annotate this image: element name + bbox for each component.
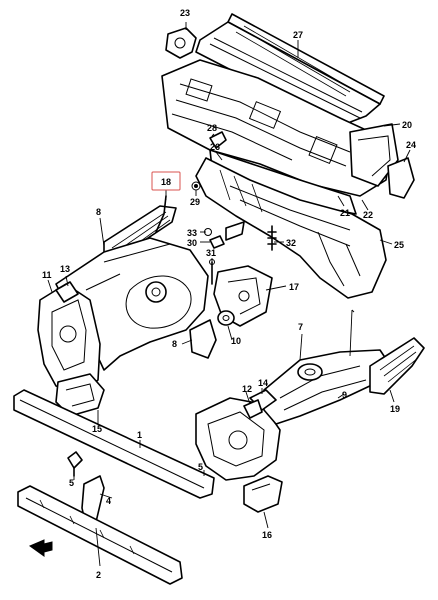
lower-tie-15	[55, 373, 105, 417]
callout-33: 33	[187, 228, 197, 238]
callout-28: 28	[207, 123, 217, 133]
callout-13: 13	[60, 264, 70, 274]
callout-29: 29	[190, 197, 200, 207]
callout-15: 15	[92, 424, 102, 434]
callout-20: 20	[402, 120, 412, 130]
callout-18: 18	[161, 177, 171, 187]
callout-labels: 23 27 20 24 28 26 29 21 22 25 32 33 30 3…	[42, 8, 416, 580]
bracket-8b	[189, 319, 217, 359]
callout-19: 19	[390, 404, 400, 414]
bracket-30b	[225, 221, 245, 241]
bracket-12	[243, 399, 263, 419]
callout-22: 22	[363, 210, 373, 220]
front-crossmember	[13, 389, 215, 499]
callout-7: 7	[298, 322, 303, 332]
callout-23: 23	[180, 8, 190, 18]
callout-10: 10	[231, 336, 241, 346]
callout-27: 27	[293, 30, 303, 40]
callout-31: 31	[206, 248, 216, 258]
callout-12: 12	[242, 384, 252, 394]
leader-lines	[47, 22, 411, 567]
bracket-16	[243, 475, 283, 513]
front-floor-panel	[195, 157, 387, 299]
cowl-top-panel	[195, 13, 385, 127]
front-rail-19	[369, 337, 425, 395]
grommet-10	[217, 310, 235, 326]
callout-26: 26	[210, 142, 220, 152]
callout-8-lower: 8	[172, 339, 177, 349]
highlight-box-18	[151, 171, 181, 191]
callout-25: 25	[394, 240, 404, 250]
fastener-29	[191, 181, 201, 191]
callout-21: 21	[340, 208, 350, 218]
clip-28	[209, 131, 227, 149]
callout-1: 1	[137, 430, 142, 440]
callout-4: 4	[106, 496, 111, 506]
stud-31	[209, 259, 215, 285]
callout-5-left: 5	[69, 478, 74, 488]
callout-17: 17	[289, 282, 299, 292]
callout-24: 24	[406, 140, 416, 150]
callout-5-right: 5	[198, 462, 203, 472]
stud-32	[267, 225, 277, 251]
callout-8-upper: 8	[96, 207, 101, 217]
radiator-support-left	[37, 281, 101, 395]
callout-30: 30	[187, 238, 197, 248]
dash-panel	[161, 59, 415, 215]
bracket-23	[165, 27, 197, 59]
callout-16: 16	[262, 530, 272, 540]
strut-18	[155, 195, 167, 233]
callout-14: 14	[258, 378, 268, 388]
lower-cross-rail	[17, 485, 183, 585]
clip-5	[67, 451, 83, 477]
right-side-member	[263, 349, 389, 425]
callout-2: 2	[96, 570, 101, 580]
right-wheelhouse	[195, 397, 281, 481]
fastener-30	[209, 235, 225, 249]
callout-11: 11	[42, 270, 52, 280]
callout-32: 32	[286, 238, 296, 248]
callout-9: 9	[342, 390, 347, 400]
front-direction-arrow-icon	[28, 539, 53, 557]
